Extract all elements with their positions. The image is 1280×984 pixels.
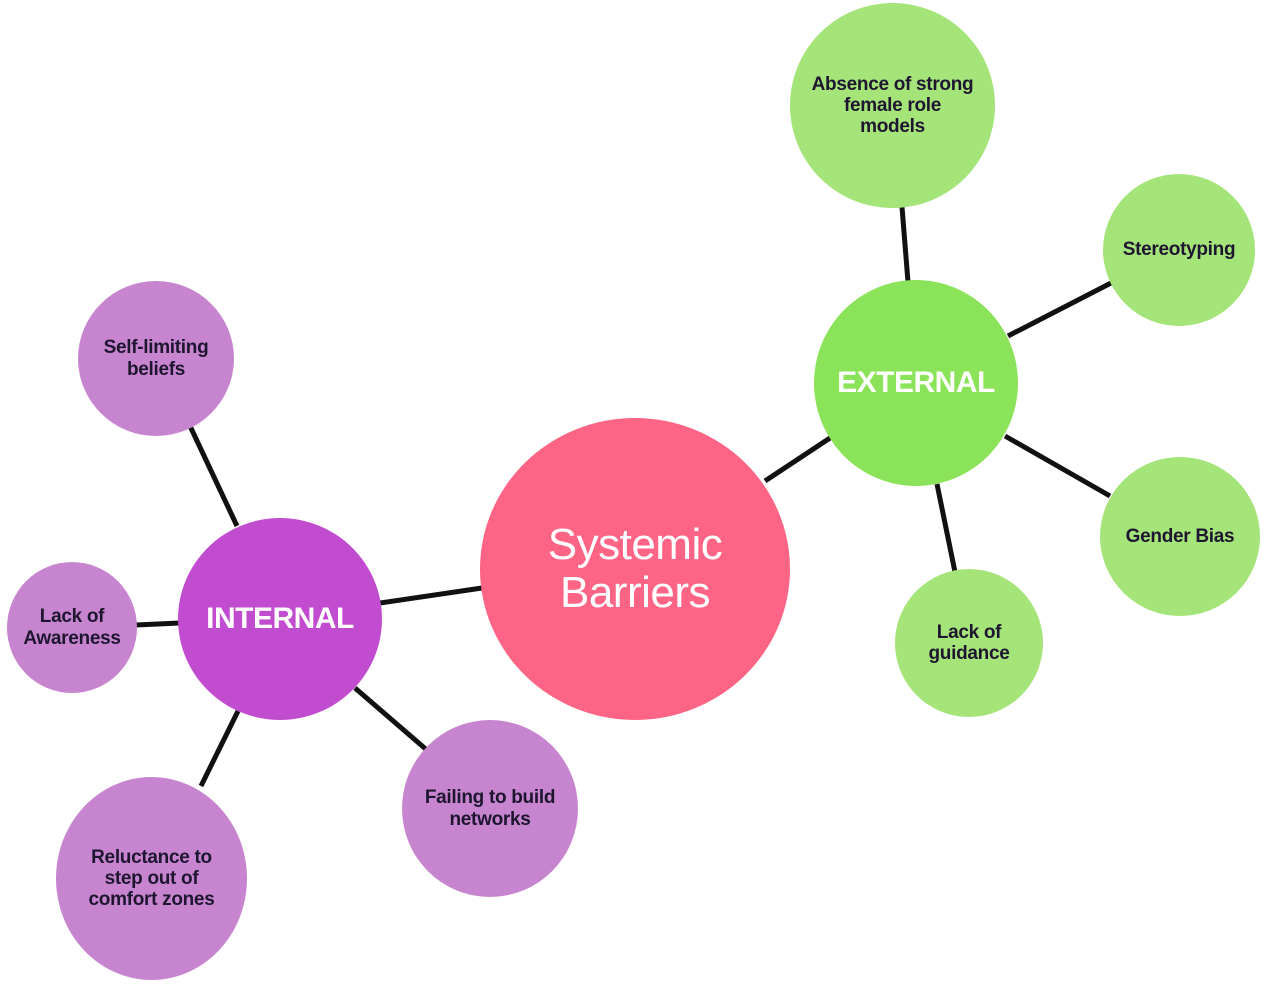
connector-center-external <box>763 435 832 484</box>
leaf-node-stereotyping: Stereotyping <box>1103 174 1255 326</box>
connector-external-guidance <box>934 483 958 573</box>
leaf-node-label: Self-limiting beliefs <box>103 337 209 380</box>
leaf-node-label: Gender Bias <box>1125 525 1235 547</box>
leaf-node-reluctance: Reluctance to step out of comfort zones <box>56 777 247 980</box>
connector-internal-awareness <box>135 620 181 628</box>
hub-node-external: EXTERNAL <box>814 280 1018 486</box>
hub-node-internal: INTERNAL <box>178 518 382 720</box>
hub-node-internal-label: INTERNAL <box>206 602 354 636</box>
connector-external-gender-bias <box>1003 433 1112 499</box>
leaf-node-failing-to-build-networks: Failing to build networks <box>402 720 578 897</box>
leaf-node-gender-bias: Gender Bias <box>1100 457 1260 616</box>
connector-internal-reluctance <box>198 709 241 788</box>
connector-center-internal <box>379 585 483 606</box>
leaf-node-label: Absence of strong female role models <box>811 73 974 138</box>
leaf-node-label: Reluctance to step out of comfort zones <box>88 846 215 911</box>
leaf-node-label: Failing to build networks <box>424 787 556 830</box>
connector-internal-networks <box>353 686 430 753</box>
leaf-node-absence-of-role-models: Absence of strong female role models <box>790 3 995 208</box>
leaf-node-lack-of-guidance: Lack of guidance <box>895 569 1043 717</box>
leaf-node-label: Stereotyping <box>1122 239 1236 261</box>
leaf-node-self-limiting-beliefs: Self-limiting beliefs <box>78 281 234 436</box>
leaf-node-lack-of-awareness: Lack of Awareness <box>7 562 137 693</box>
connector-external-role-models <box>899 206 911 283</box>
connector-external-stereotyping <box>1006 280 1113 339</box>
central-node-label: Systemic Barriers <box>547 519 723 617</box>
central-node-systemic-barriers: Systemic Barriers <box>480 418 790 720</box>
leaf-node-label: Lack of Awareness <box>23 606 121 649</box>
connector-internal-self-limiting <box>187 424 240 528</box>
leaf-node-label: Lack of guidance <box>928 621 1010 664</box>
hub-node-external-label: EXTERNAL <box>837 366 995 400</box>
